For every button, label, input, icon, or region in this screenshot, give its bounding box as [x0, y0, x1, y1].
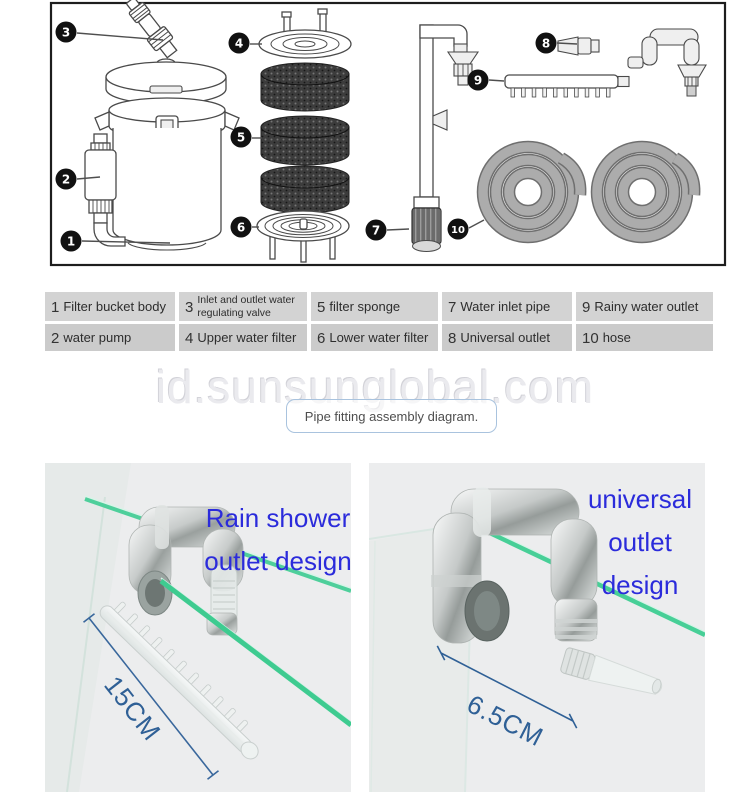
- assembly-diagram-label: Pipe fitting assembly diagram.: [286, 399, 497, 433]
- parts-table: 1 Filter bucket body 3 Inlet and outlet …: [45, 292, 713, 351]
- svg-text:4: 4: [235, 37, 243, 51]
- water-inlet-pipe-illustration: [411, 24, 480, 252]
- universal-outlet-photo: 6.5CM: [369, 463, 705, 792]
- callout-3: 3: [55, 21, 77, 43]
- water-pump-illustration: [84, 133, 126, 247]
- svg-text:9: 9: [474, 74, 482, 88]
- part-number: 2: [51, 330, 60, 347]
- part-label: Rainy water outlet: [594, 299, 699, 314]
- lower-water-filter-illustration: [256, 210, 350, 263]
- callout-1: 1: [60, 230, 82, 252]
- rain-shower-photo: 15CM: [45, 463, 351, 792]
- part-cell-4: 4 Upper water filter: [179, 324, 307, 351]
- part-number: 4: [185, 330, 194, 347]
- rain-shower-caption: Rain shower outlet design: [203, 497, 353, 583]
- part-label: hose: [602, 330, 631, 345]
- part-label: Universal outlet: [460, 330, 550, 345]
- part-label: Filter bucket body: [63, 299, 166, 314]
- callout-2: 2: [55, 168, 77, 190]
- part-number: 3: [185, 299, 194, 316]
- part-number: 7: [448, 299, 457, 316]
- dimension-line-15cm: [83, 613, 219, 780]
- dimension-line-65cm: [436, 645, 578, 729]
- universal-outlet-assembly-illustration: [627, 28, 707, 97]
- callout-10: 10: [447, 218, 469, 240]
- part-number: 10: [582, 330, 599, 347]
- callout-9: 9: [467, 69, 489, 91]
- svg-text:2: 2: [62, 173, 70, 187]
- part-label: Upper water filter: [197, 330, 297, 345]
- callout-7: 7: [365, 219, 387, 241]
- part-number: 8: [448, 330, 457, 347]
- caption-line: outlet design: [204, 546, 352, 576]
- part-cell-3: 3 Inlet and outlet water regulating valv…: [179, 292, 307, 321]
- universal-outlet-caption: universal outlet design: [578, 478, 702, 607]
- svg-text:1: 1: [67, 235, 75, 249]
- part-number: 5: [317, 299, 326, 316]
- part-cell-10: 10 hose: [576, 324, 713, 351]
- hose-coil-right: [590, 140, 701, 244]
- caption-line: universal: [587, 484, 693, 514]
- part-label: Lower water filter: [329, 330, 429, 345]
- inlet-outlet-valve-illustration: [126, 0, 178, 59]
- exploded-parts-diagram: 1 2 3 4 5 6 7 8 9 10: [49, 0, 727, 267]
- part-number: 1: [51, 299, 60, 316]
- part-label: Inlet and outlet water regulating valve: [197, 294, 295, 319]
- part-number: 6: [317, 330, 326, 347]
- universal-outlet-assembly: [431, 487, 663, 695]
- part-cell-1: 1 Filter bucket body: [45, 292, 175, 321]
- svg-text:3: 3: [62, 26, 70, 40]
- universal-outlet-nozzle-illustration: [557, 36, 600, 56]
- part-label: Water inlet pipe: [460, 299, 551, 314]
- part-cell-8: 8 Universal outlet: [442, 324, 572, 351]
- svg-text:5: 5: [237, 131, 245, 145]
- filter-sponges-illustration: [260, 62, 350, 214]
- caption-line: Rain shower: [205, 503, 351, 533]
- rainy-water-outlet-illustration: [504, 74, 630, 98]
- svg-text:8: 8: [542, 37, 550, 51]
- caption-line: design: [601, 570, 679, 600]
- svg-text:7: 7: [372, 224, 380, 238]
- filter-bucket-illustration: [84, 0, 240, 251]
- upper-water-filter-illustration: [258, 8, 352, 59]
- part-cell-5: 5 filter sponge: [311, 292, 438, 321]
- callout-5: 5: [230, 126, 252, 148]
- part-cell-6: 6 Lower water filter: [311, 324, 438, 351]
- callout-leader-lines: [76, 32, 578, 244]
- svg-text:10: 10: [451, 225, 465, 236]
- part-label: water pump: [63, 330, 132, 345]
- hose-coil-left: [476, 140, 587, 244]
- svg-text:6: 6: [237, 221, 245, 235]
- caption-line: outlet: [608, 527, 672, 557]
- glass-rim-front-edge: [159, 577, 351, 727]
- callout-6: 6: [230, 216, 252, 238]
- part-cell-9: 9 Rainy water outlet: [576, 292, 713, 321]
- callout-4: 4: [228, 32, 250, 54]
- part-cell-2: 2 water pump: [45, 324, 175, 351]
- callout-8: 8: [535, 32, 557, 54]
- part-number: 9: [582, 299, 591, 316]
- part-cell-7: 7 Water inlet pipe: [442, 292, 572, 321]
- part-label: filter sponge: [329, 299, 401, 314]
- duckbill-nozzle: [560, 647, 663, 695]
- spray-bar: [99, 601, 259, 760]
